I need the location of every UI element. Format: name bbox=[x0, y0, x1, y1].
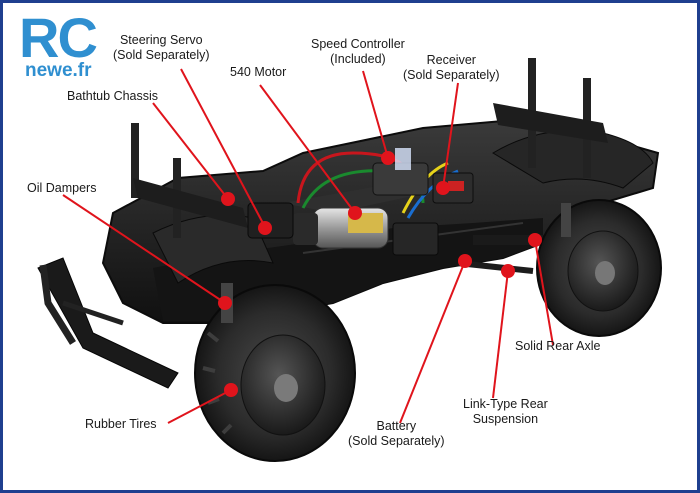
battery-box bbox=[392, 222, 439, 256]
front-right-wheel bbox=[194, 284, 356, 462]
label-speed-controller: Speed Controller (Included) bbox=[311, 37, 405, 66]
dot-oil-dampers bbox=[218, 296, 232, 310]
rear-right-wheel bbox=[536, 199, 662, 337]
label-receiver: Receiver (Sold Separately) bbox=[403, 53, 500, 82]
label-bathtub-chassis: Bathtub Chassis bbox=[67, 89, 159, 103]
dot-solid-rear-axle bbox=[528, 233, 542, 247]
dot-bathtub-chassis bbox=[221, 192, 235, 206]
label-solid-rear-axle: Solid Rear Axle bbox=[515, 339, 601, 353]
label-steering-servo: Steering Servo (Sold Separately) bbox=[113, 33, 210, 62]
rcnewe-logo: RC newe.fr bbox=[11, 9, 121, 87]
logo-brand: RC bbox=[19, 6, 98, 69]
motor-540 bbox=[293, 207, 389, 249]
logo-site: newe.fr bbox=[25, 60, 92, 81]
callout-dots bbox=[218, 151, 542, 397]
chassis-illustration bbox=[37, 58, 662, 462]
dot-motor bbox=[348, 206, 362, 220]
dot-steering-servo bbox=[258, 221, 272, 235]
receiver bbox=[432, 172, 474, 204]
dot-receiver bbox=[436, 181, 450, 195]
dot-rubber-tires bbox=[224, 383, 238, 397]
speed-controller bbox=[372, 148, 429, 196]
dot-speed-controller bbox=[381, 151, 395, 165]
label-battery: Battery (Sold Separately) bbox=[348, 419, 445, 448]
shock-towers bbox=[131, 58, 608, 238]
dot-battery bbox=[458, 254, 472, 268]
label-oil-dampers: Oil Dampers bbox=[27, 181, 97, 195]
callout-lines bbox=[62, 68, 554, 424]
label-rubber-tires: Rubber Tires bbox=[85, 417, 157, 431]
label-link-rear-suspension: Link-Type Rear Suspension bbox=[463, 397, 548, 426]
dot-link-suspension bbox=[501, 264, 515, 278]
label-motor: 540 Motor bbox=[230, 65, 287, 79]
front-bumper bbox=[37, 257, 179, 389]
